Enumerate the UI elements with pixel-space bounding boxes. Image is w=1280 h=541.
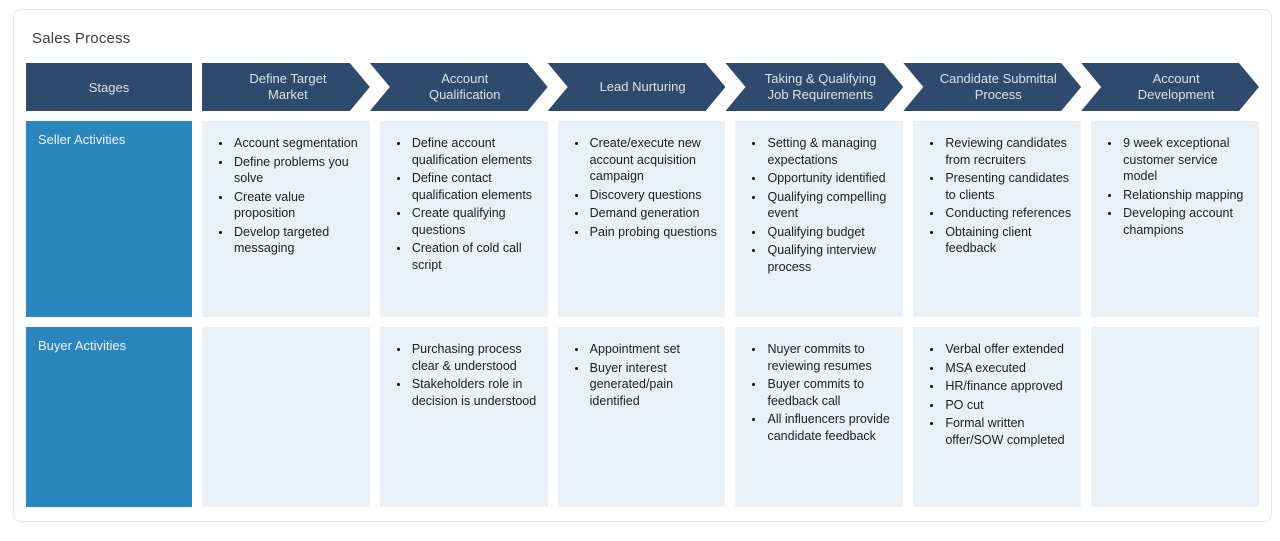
activity-list: Verbal offer extendedMSA executedHR/fina… — [913, 327, 1081, 458]
activity-item: Buyer commits to feedback call — [765, 376, 897, 409]
activity-item: Presenting candidates to clients — [943, 170, 1075, 203]
activity-item: Define contact qualification elements — [410, 170, 542, 203]
activity-item: Account segmentation — [232, 135, 364, 152]
stage-header-2: Account Qualification — [370, 63, 548, 111]
activity-item: MSA executed — [943, 360, 1075, 377]
activity-item: Nuyer commits to reviewing resumes — [765, 341, 897, 374]
stages-header-box: Stages — [26, 63, 192, 111]
activity-item: Discovery questions — [588, 187, 720, 204]
activity-list: Create/execute new account acquisition c… — [558, 121, 726, 250]
activity-item: Setting & managing expectations — [765, 135, 897, 168]
activity-item: 9 week exceptional customer service mode… — [1121, 135, 1253, 185]
activity-list: Account segmentationDefine problems you … — [202, 121, 370, 267]
activity-item: Appointment set — [588, 341, 720, 358]
cell-buyer-stage-5: Verbal offer extendedMSA executedHR/fina… — [913, 327, 1082, 507]
stage-header-6: Account Development — [1081, 63, 1259, 111]
cell-buyer-stage-2: Purchasing process clear & understoodSta… — [379, 327, 548, 507]
activity-list: Appointment setBuyer interest generated/… — [558, 327, 726, 419]
activity-item: Buyer interest generated/pain identified — [588, 360, 720, 410]
activity-item: Demand generation — [588, 205, 720, 222]
activity-list: Reviewing candidates from recruitersPres… — [913, 121, 1081, 267]
activity-item: All influencers provide candidate feedba… — [765, 411, 897, 444]
activity-item: Conducting references — [943, 205, 1075, 222]
activity-item: Create qualifying questions — [410, 205, 542, 238]
activity-list: 9 week exceptional customer service mode… — [1091, 121, 1259, 248]
activity-item: Purchasing process clear & understood — [410, 341, 542, 374]
activity-item: Formal written offer/SOW completed — [943, 415, 1075, 448]
cell-seller-stage-5: Reviewing candidates from recruitersPres… — [913, 121, 1082, 317]
activity-item: PO cut — [943, 397, 1075, 414]
activity-item: Obtaining client feedback — [943, 224, 1075, 257]
cell-seller-stage-4: Setting & managing expectationsOpportuni… — [735, 121, 904, 317]
stage-header-5: Candidate Submittal Process — [903, 63, 1081, 111]
activity-item: Develop targeted messaging — [232, 224, 364, 257]
activity-list: Define account qualification elementsDef… — [380, 121, 548, 283]
cell-buyer-stage-3: Appointment setBuyer interest generated/… — [557, 327, 726, 507]
activity-item: Qualifying compelling event — [765, 189, 897, 222]
activity-item: Relationship mapping — [1121, 187, 1253, 204]
activity-item: Reviewing candidates from recruiters — [943, 135, 1075, 168]
activity-item: Create value proposition — [232, 189, 364, 222]
activity-list: Setting & managing expectationsOpportuni… — [735, 121, 903, 285]
cell-buyer-stage-6 — [1091, 327, 1259, 507]
cell-buyer-stage-1 — [202, 327, 370, 507]
row-label-seller: Seller Activities — [26, 121, 192, 317]
cell-seller-stage-2: Define account qualification elementsDef… — [379, 121, 548, 317]
page-title: Sales Process — [32, 30, 131, 47]
activity-item: Verbal offer extended — [943, 341, 1075, 358]
stage-header-1: Define Target Market — [202, 63, 370, 111]
activity-item: Define problems you solve — [232, 154, 364, 187]
activity-item: HR/finance approved — [943, 378, 1075, 395]
row-label-buyer: Buyer Activities — [26, 327, 192, 507]
activity-list: Nuyer commits to reviewing resumesBuyer … — [735, 327, 903, 454]
activity-item: Create/execute new account acquisition c… — [588, 135, 720, 185]
activity-item: Opportunity identified — [765, 170, 897, 187]
cell-seller-stage-1: Account segmentationDefine problems you … — [202, 121, 370, 317]
stage-header-3: Lead Nurturing — [548, 63, 726, 111]
stage-header-4: Taking & Qualifying Job Requirements — [725, 63, 903, 111]
activity-item: Qualifying budget — [765, 224, 897, 241]
activity-list: Purchasing process clear & understoodSta… — [380, 327, 548, 419]
activity-item: Developing account champions — [1121, 205, 1253, 238]
activity-item: Stakeholders role in decision is underst… — [410, 376, 542, 409]
activity-item: Qualifying interview process — [765, 242, 897, 275]
cell-buyer-stage-4: Nuyer commits to reviewing resumesBuyer … — [735, 327, 904, 507]
activity-item: Creation of cold call script — [410, 240, 542, 273]
activity-item: Pain probing questions — [588, 224, 720, 241]
cell-seller-stage-3: Create/execute new account acquisition c… — [557, 121, 726, 317]
cell-seller-stage-6: 9 week exceptional customer service mode… — [1091, 121, 1259, 317]
activity-item: Define account qualification elements — [410, 135, 542, 168]
